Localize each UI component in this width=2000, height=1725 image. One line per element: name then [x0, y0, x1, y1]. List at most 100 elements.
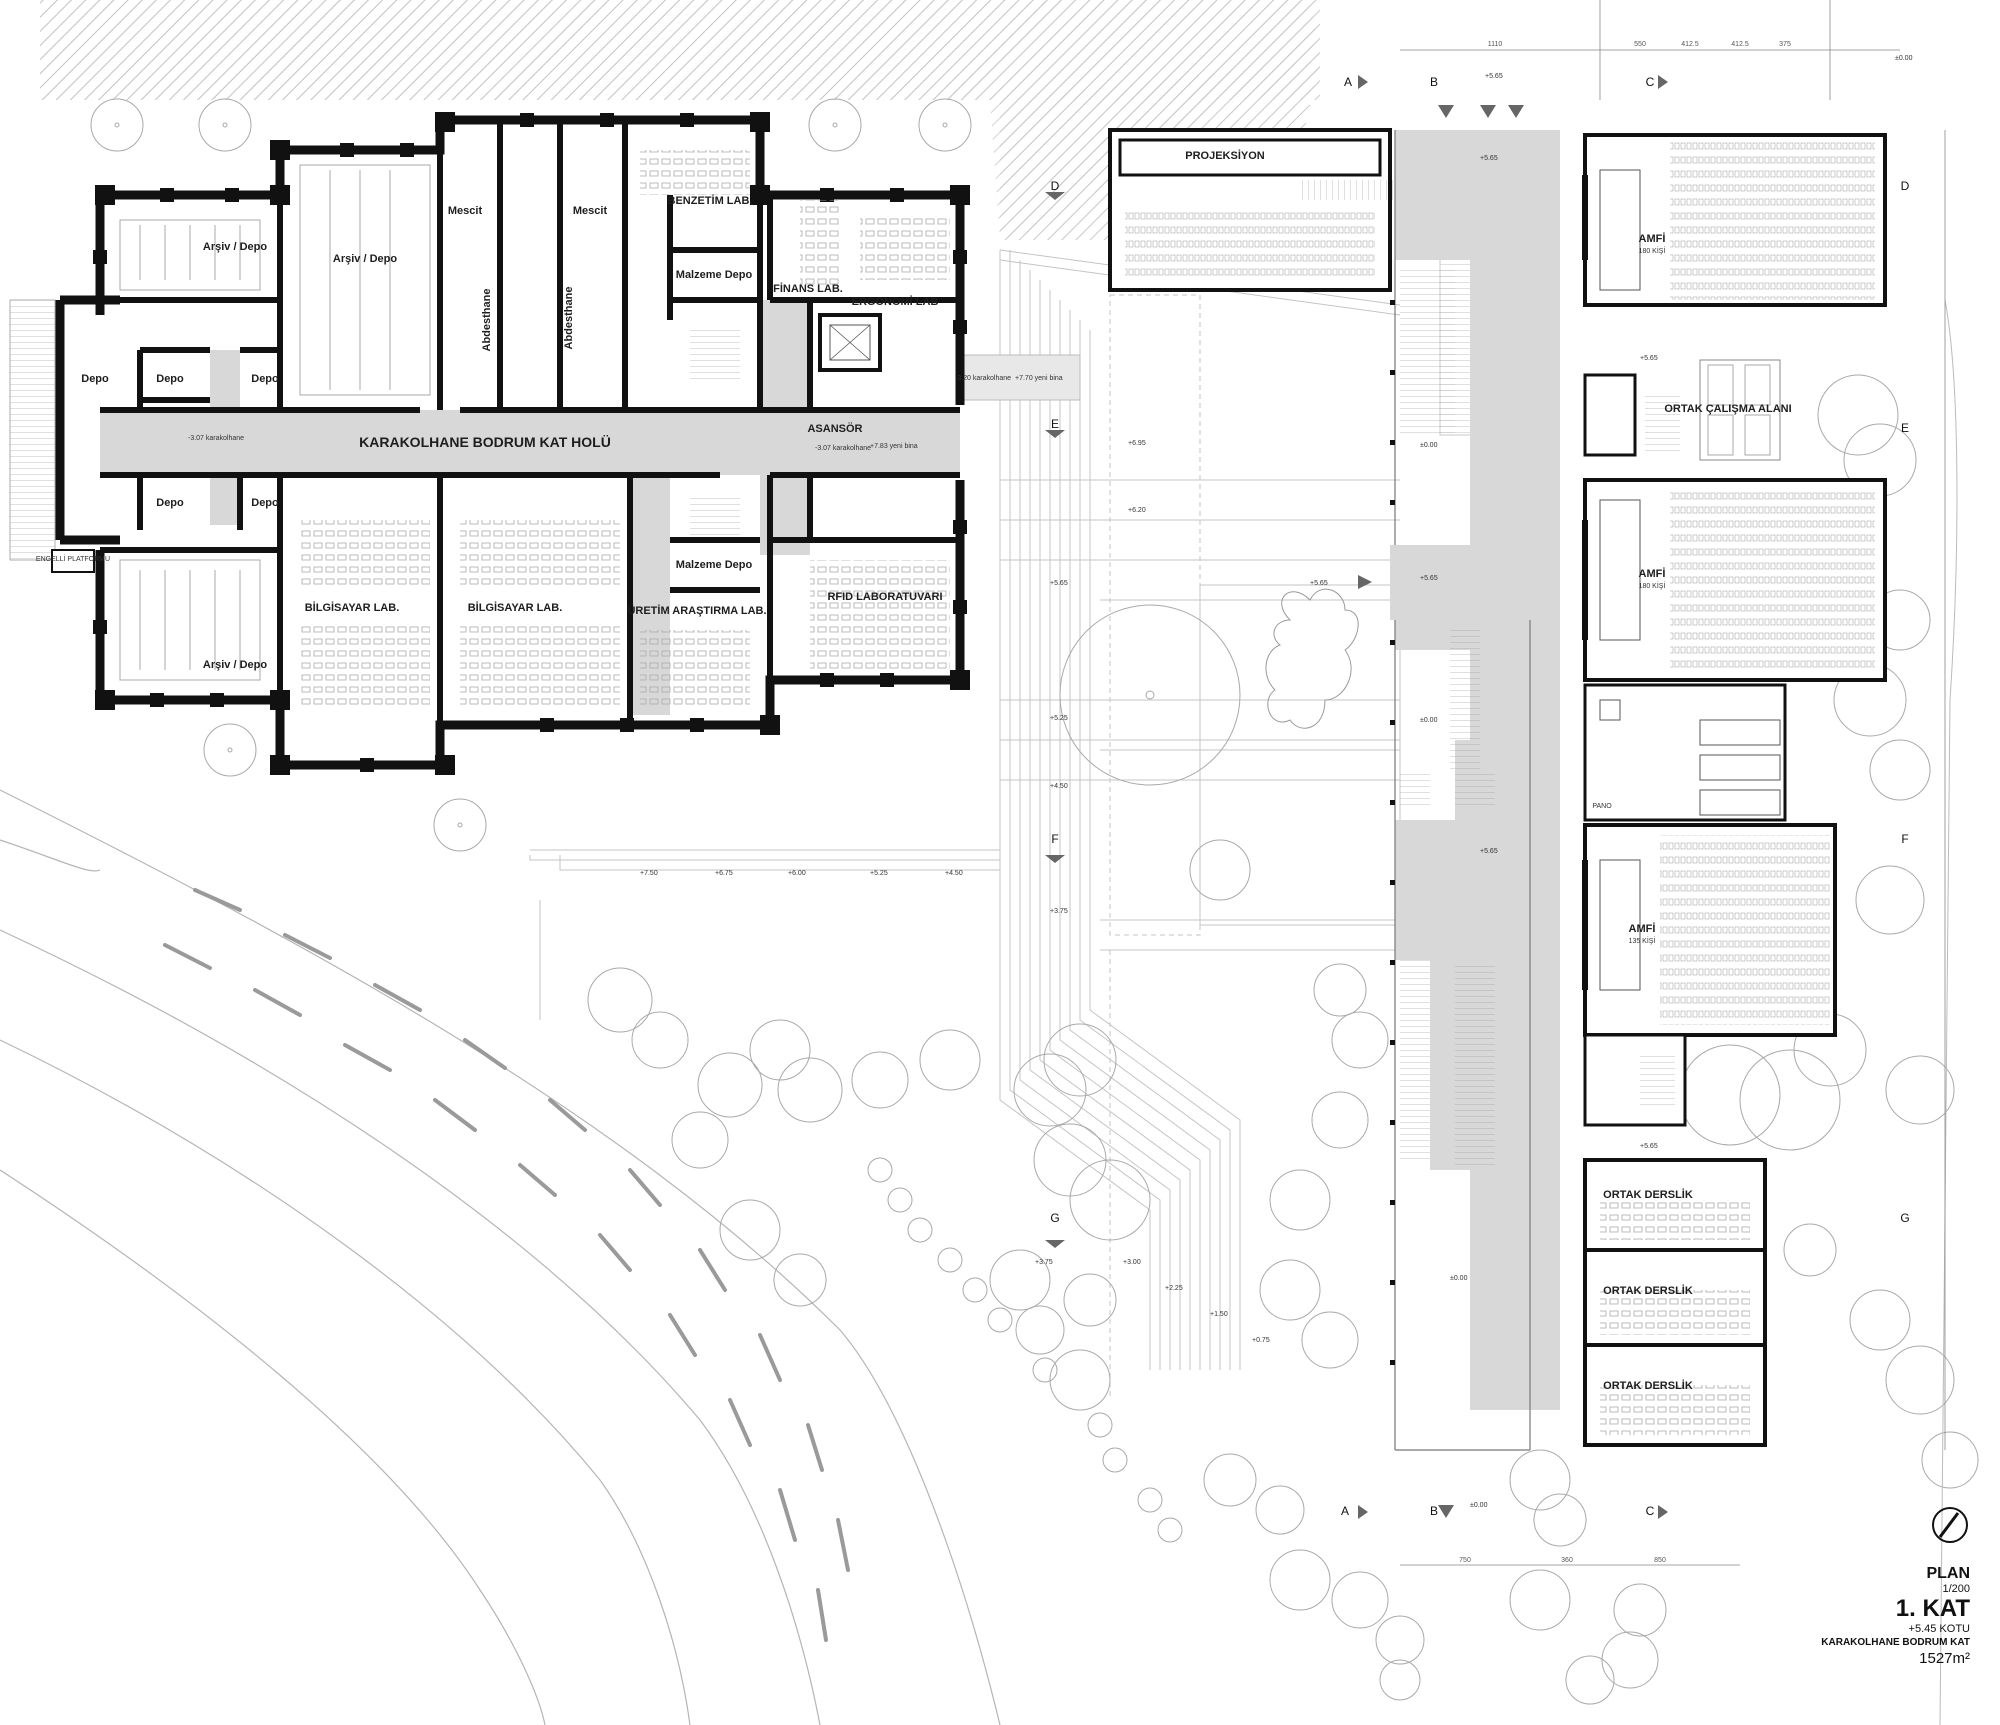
room-hall: KARAKOLHANE BODRUM KAT HOLÜ	[359, 434, 611, 450]
subtitle-label: KARAKOLHANE BODRUM KAT	[1821, 1637, 1970, 1648]
svg-text:+5.65: +5.65	[1640, 1143, 1658, 1150]
svg-text:F: F	[1901, 832, 1908, 846]
room-uretim: ÜRETİM ARAŞTIRMA LAB.	[627, 604, 766, 617]
tree-cluster	[1265, 588, 1359, 729]
road	[0, 789, 1001, 1725]
room-malzeme-depo-1: Malzeme Depo	[676, 269, 753, 281]
north-arrow-icon	[1932, 1507, 1968, 1543]
svg-text:A: A	[1344, 75, 1352, 89]
svg-text:E: E	[1901, 421, 1909, 435]
svg-text:G: G	[1050, 1211, 1059, 1225]
room-engelli: ENGELLİ PLATFORMU	[36, 554, 110, 563]
engelli-platform	[51, 549, 95, 573]
room-asansor: ASANSÖR	[807, 422, 862, 435]
area-label: 1527m²	[1919, 1650, 1970, 1667]
scale-label: 1/200	[1942, 1583, 1970, 1595]
room-amfi-2-cap: 180 KİŞİ	[1639, 581, 1666, 590]
site-boundary	[1939, 299, 1958, 1725]
room-ortak-derslik-1: ORTAK DERSLİK	[1603, 1188, 1693, 1201]
level-markers: -3.07 karakolhane -3.07 karakolhane +7.8…	[188, 55, 1913, 1509]
svg-text:±0.00: ±0.00	[1450, 1275, 1468, 1282]
svg-text:550: 550	[1634, 41, 1646, 48]
svg-text:+6.20: +6.20	[1128, 507, 1146, 514]
room-ortak-derslik-3: ORTAK DERSLİK	[1603, 1379, 1693, 1392]
svg-text:+6.95: +6.95	[1128, 440, 1146, 447]
svg-text:F: F	[1051, 832, 1058, 846]
svg-text:+3.00: +3.00	[1123, 1259, 1141, 1266]
room-arsiv-depo-2: Arşiv / Depo	[333, 253, 397, 265]
title-block: PLAN 1/200 1. KAT +5.45 KOTU KARAKOLHANE…	[1821, 1565, 1970, 1669]
svg-text:-3.07 karakolhane: -3.07 karakolhane	[815, 445, 871, 452]
room-abdesthane-1: Abdesthane	[481, 289, 493, 352]
landscape-lines	[529, 249, 1401, 1400]
room-amfi-3: AMFİ	[1629, 922, 1656, 935]
svg-text:+6.75: +6.75	[715, 870, 733, 877]
svg-text:360: 360	[1561, 1557, 1573, 1564]
room-ortak-derslik-2: ORTAK DERSLİK	[1603, 1284, 1693, 1297]
svg-text:C: C	[1646, 75, 1655, 89]
section-letters: A B C D D E E F F G G A B C	[1050, 75, 1909, 1518]
svg-text:+7.83 yeni bina: +7.83 yeni bina	[870, 443, 918, 450]
floor-label: 1. KAT	[1895, 1595, 1970, 1622]
svg-text:412.5: 412.5	[1731, 41, 1749, 48]
svg-text:+3.75: +3.75	[1050, 908, 1068, 915]
svg-text:±0.00: ±0.00	[1420, 442, 1438, 449]
room-amfi-3-cap: 135 KİŞİ	[1629, 936, 1656, 945]
svg-text:+6.00: +6.00	[788, 870, 806, 877]
room-depo-5: Depo	[251, 497, 279, 509]
room-amfi-2: AMFİ	[1639, 567, 1666, 580]
svg-text:412.5: 412.5	[1681, 41, 1699, 48]
svg-text:+5.65: +5.65	[1420, 575, 1438, 582]
svg-text:+5.65: +5.65	[1485, 73, 1503, 80]
room-arsiv-depo-1: Arşiv / Depo	[203, 241, 267, 253]
dimension-lines	[1400, 0, 1946, 1566]
svg-text:-3.20 karakolhane: -3.20 karakolhane	[955, 375, 1011, 382]
svg-text:850: 850	[1654, 1557, 1666, 1564]
karakolhane-building	[55, 112, 1081, 775]
svg-text:+1.50: +1.50	[1210, 1311, 1228, 1318]
room-depo-1: Depo	[81, 373, 109, 385]
room-malzeme-depo-2: Malzeme Depo	[676, 559, 753, 571]
svg-text:+4.50: +4.50	[1050, 783, 1068, 790]
svg-text:±0.00: ±0.00	[1470, 1502, 1488, 1509]
svg-text:B: B	[1430, 75, 1438, 89]
room-ergonomi: ERGONOMİ LAB	[852, 295, 939, 308]
section-markers	[1045, 75, 1668, 1519]
elevation-label: +5.45 KOTU	[1908, 1623, 1970, 1635]
new-building	[1108, 128, 1887, 1451]
svg-text:G: G	[1900, 1211, 1909, 1225]
room-depo-2: Depo	[156, 373, 184, 385]
svg-text:A: A	[1341, 1504, 1349, 1518]
room-depo-3: Depo	[251, 373, 279, 385]
room-bilgisayar-2: BİLGİSAYAR LAB.	[468, 601, 563, 614]
dimension-text: 1110 550 412.5 412.5 375 750 360 850	[1459, 41, 1791, 1564]
svg-text:±0.00: ±0.00	[1420, 717, 1438, 724]
room-depo-4: Depo	[156, 497, 184, 509]
svg-text:+7.70 yeni bina: +7.70 yeni bina	[1015, 375, 1063, 382]
plan-label: PLAN	[1926, 1565, 1970, 1582]
room-benzetim: BENZETİM LAB.	[668, 194, 753, 207]
svg-text:375: 375	[1779, 41, 1791, 48]
svg-text:1110: 1110	[1488, 41, 1503, 48]
room-mescit-2: Mescit	[573, 205, 608, 217]
room-amfi-1: AMFİ	[1639, 232, 1666, 245]
svg-text:C: C	[1646, 1504, 1655, 1518]
room-abdesthane-2: Abdesthane	[563, 287, 575, 350]
entrance-stair	[9, 299, 56, 561]
svg-text:+3.75: +3.75	[1035, 1259, 1053, 1266]
svg-text:+5.65: +5.65	[1310, 580, 1328, 587]
room-projeksiyon: PROJEKSİYON	[1185, 149, 1265, 162]
svg-text:-3.07 karakolhane: -3.07 karakolhane	[188, 435, 244, 442]
room-labels: Arşiv / Depo Arşiv / Depo Arşiv / Depo M…	[36, 149, 1792, 1392]
room-amfi-1-cap: 180 KİŞİ	[1639, 246, 1666, 255]
room-rfid: RFID LABORATUVARI	[827, 591, 942, 603]
svg-text:D: D	[1051, 179, 1060, 193]
room-arsiv-depo-3: Arşiv / Depo	[203, 659, 267, 671]
svg-text:E: E	[1051, 417, 1059, 431]
svg-text:B: B	[1430, 1504, 1438, 1518]
room-bilgisayar-1: BİLGİSAYAR LAB.	[305, 601, 400, 614]
road-lane-dashes	[163, 888, 850, 1642]
svg-text:+0.75: +0.75	[1252, 1337, 1270, 1344]
svg-text:±0.00: ±0.00	[1895, 55, 1913, 62]
